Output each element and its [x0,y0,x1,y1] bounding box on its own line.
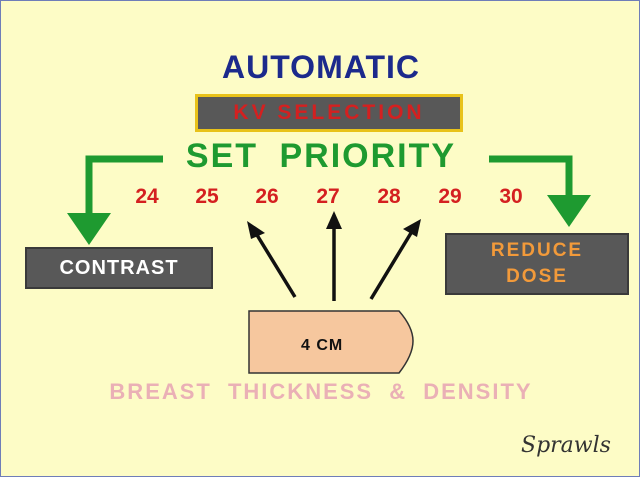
reduce-dose-box: REDUCE DOSE [445,233,629,295]
contrast-label: CONTRAST [59,256,179,279]
kv-selection-box: KV SELECTION [195,94,463,132]
black-arrowhead-right [403,219,421,237]
title-automatic: AUTOMATIC [221,49,420,85]
black-arrowhead-center [326,211,342,229]
signature: Sprawls [521,433,611,458]
green-arrow-left [85,155,163,217]
dose-label: DOSE [506,266,568,287]
kv-value-24: 24 [135,185,159,208]
kv-value-25: 25 [195,185,219,208]
kv-value-27: 27 [316,185,340,208]
green-arrowhead-left [67,213,111,245]
black-arrow-left [255,234,297,298]
kv-value-30: 30 [499,185,523,208]
kv-values-row: 24 25 26 27 28 29 30 [1,185,639,215]
breast-density-label: BREAST THICKNESS & DENSITY [109,379,533,404]
kv-value-26: 26 [255,185,279,208]
green-arrow-right [489,155,573,199]
green-arrowhead-right [547,195,591,227]
black-arrowhead-left [247,221,265,239]
thickness-label: 4 CM [301,337,344,354]
kv-selection-label: KV SELECTION [233,101,425,124]
kv-value-29: 29 [438,185,462,208]
kv-value-28: 28 [377,185,401,208]
set-priority-label: SET PRIORITY [185,137,457,175]
reduce-label: REDUCE [490,240,584,261]
black-arrow-right [369,232,413,300]
contrast-box: CONTRAST [25,247,213,289]
breast-shape [248,310,414,374]
